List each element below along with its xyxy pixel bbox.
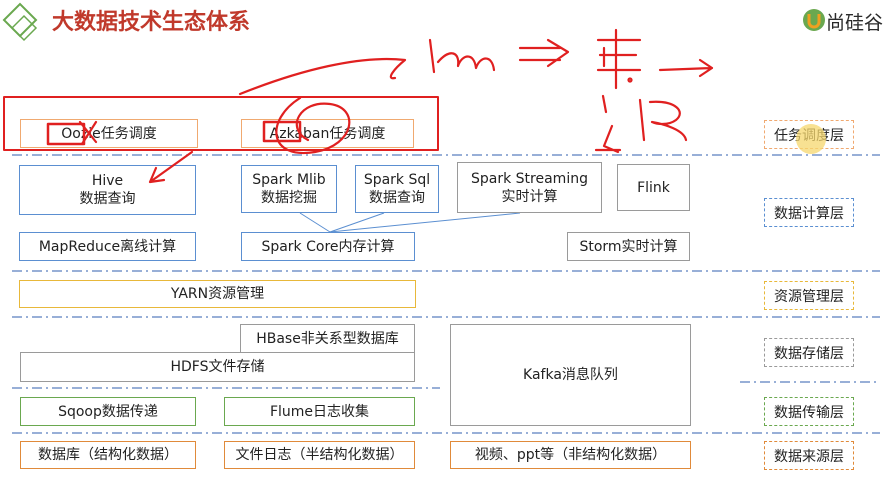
brand-logo-text: 尚硅谷 — [826, 12, 884, 34]
hbase-box: HBase非关系型数据库 — [240, 324, 415, 353]
spark-mlib-sublabel: 数据挖掘 — [261, 190, 317, 206]
spark-sql-sublabel: 数据查询 — [369, 190, 425, 206]
brand-u-icon — [803, 9, 825, 31]
flume-box: Flume日志收集 — [224, 397, 415, 426]
spark-streaming-sublabel: 实时计算 — [501, 188, 558, 205]
flink-box: Flink — [617, 164, 690, 211]
filelog-box: 文件日志（半结构化数据） — [224, 441, 415, 469]
hive-box: Hive 数据查询 — [19, 165, 196, 215]
kafka-box: Kafka消息队列 — [450, 324, 691, 426]
layer-label-compute: 数据计算层 — [764, 198, 854, 227]
mapreduce-box: MapReduce离线计算 — [19, 232, 196, 261]
hdfs-box: HDFS文件存储 — [20, 352, 415, 382]
hive-sublabel: 数据查询 — [79, 191, 136, 207]
spark-core-box: Spark Core内存计算 — [241, 232, 415, 261]
database-box: 数据库（结构化数据） — [20, 441, 196, 469]
corner-diamond-icon — [2, 2, 38, 42]
spark-mlib-box: Spark Mlib 数据挖掘 — [241, 165, 337, 213]
video-box: 视频、ppt等（非结构化数据） — [450, 441, 691, 469]
layer-label-transport: 数据传输层 — [764, 397, 854, 426]
layer-label-source: 数据来源层 — [764, 441, 854, 470]
azkaban-box: Azkaban任务调度 — [241, 119, 414, 148]
layer-label-storage: 数据存储层 — [764, 338, 854, 367]
spark-mlib-label: Spark Mlib — [252, 172, 326, 188]
cursor-highlight-icon — [796, 124, 826, 154]
oozie-box: Oozie任务调度 — [20, 119, 198, 148]
page-title: 大数据技术生态体系 — [52, 10, 251, 35]
spark-streaming-box: Spark Streaming 实时计算 — [457, 162, 602, 213]
sqoop-box: Sqoop数据传递 — [20, 397, 196, 426]
storm-box: Storm实时计算 — [567, 232, 690, 261]
spark-streaming-label: Spark Streaming — [471, 170, 588, 187]
spark-sql-box: Spark Sql 数据查询 — [355, 165, 439, 213]
hive-label: Hive — [91, 173, 124, 189]
spark-sql-label: Spark Sql — [363, 172, 431, 188]
layer-label-resource: 资源管理层 — [764, 281, 854, 310]
yarn-box: YARN资源管理 — [19, 280, 416, 308]
